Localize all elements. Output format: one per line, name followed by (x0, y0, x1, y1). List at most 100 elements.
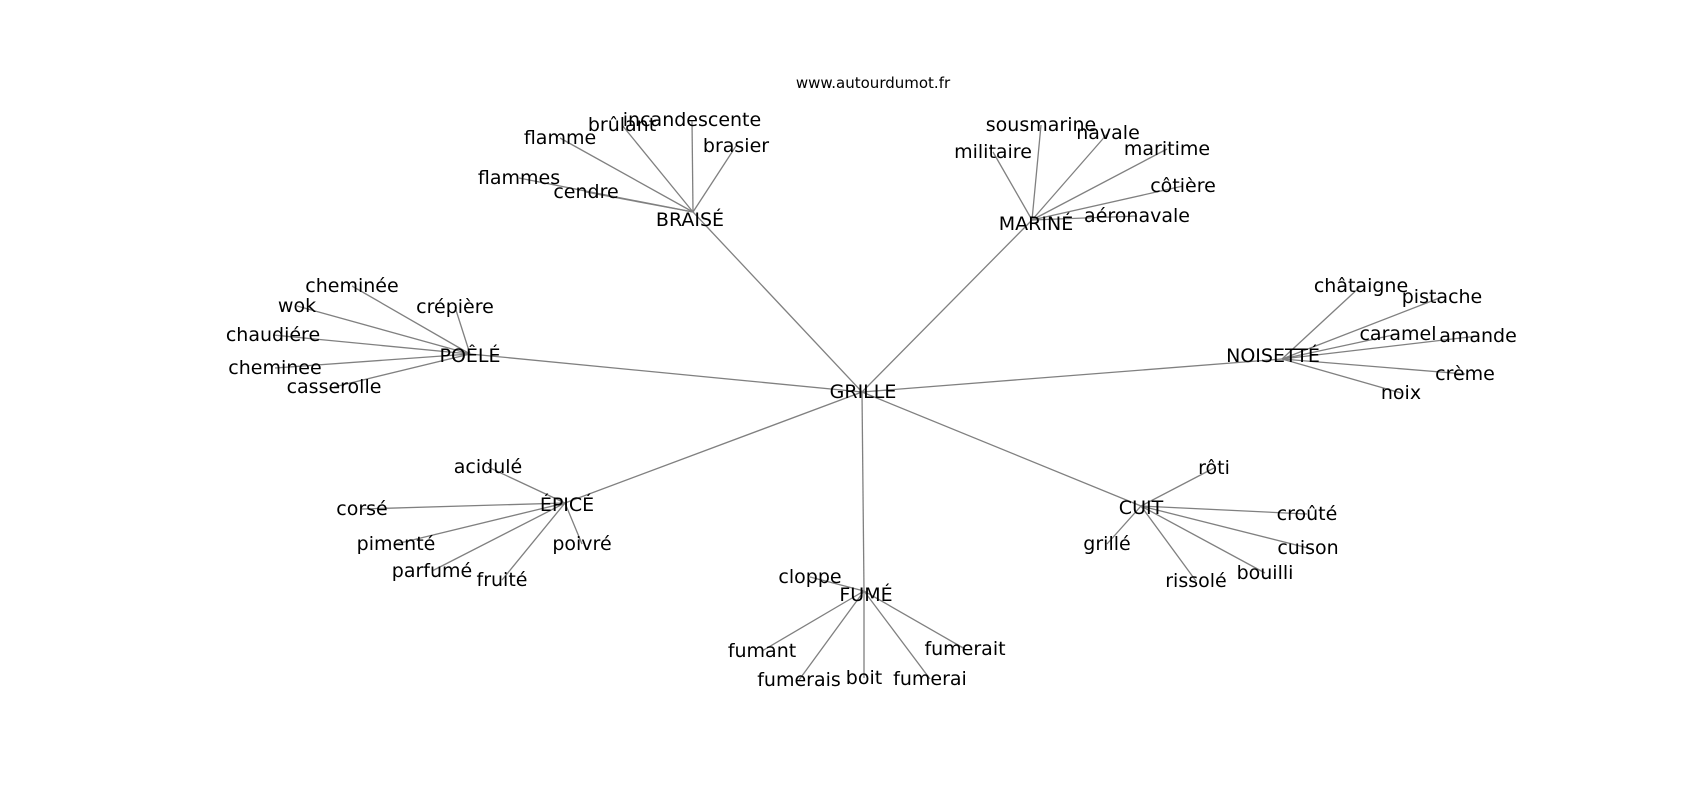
group-node-label: CUIT (1119, 497, 1164, 519)
edge-marine-leaf (1031, 185, 1184, 221)
edge-center-fume (861, 391, 865, 592)
edge-epice-leaf (431, 502, 566, 572)
leaf-label: côtière (1150, 175, 1216, 197)
leaf-label: fumerais (757, 669, 841, 691)
edge-cuit-leaf (1140, 505, 1197, 582)
edge-braise-leaf (691, 119, 694, 213)
leaf-label: caramel (1359, 323, 1436, 345)
edge-marine-leaf (1031, 148, 1168, 221)
edge-noisette-leaf (1281, 358, 1466, 375)
leaf-label: grillé (1083, 533, 1130, 555)
leaf-label: pimenté (357, 533, 436, 555)
edge-fume-leaf (798, 590, 865, 681)
edge-cuit-leaf (1140, 505, 1309, 549)
leaf-label: incandescente (623, 109, 761, 131)
edge-braise-leaf (621, 124, 694, 213)
edge-center-noisette (861, 358, 1283, 393)
edge-braise-leaf (692, 145, 737, 213)
group-node-label: FUMÉ (839, 583, 892, 606)
edge-cuit-leaf (1106, 505, 1142, 545)
edge-epice-leaf (487, 466, 566, 504)
edge-poele-leaf (296, 305, 471, 355)
edge-noisette-leaf (1281, 296, 1443, 360)
leaf-label: châtaigne (1314, 275, 1408, 297)
leaf-label: cuison (1277, 537, 1338, 559)
leaf-label: pistache (1402, 286, 1483, 308)
group-node-label: ÉPICÉ (540, 493, 594, 516)
leaf-label: fumerai (893, 668, 967, 690)
leaf-label: fumerait (924, 638, 1005, 660)
leaf-label: poivré (552, 533, 611, 555)
leaf-label: cloppe (778, 566, 841, 588)
edge-center-poele (469, 353, 863, 393)
leaf-label: cheminée (305, 275, 398, 297)
leaf-label: militaire (954, 141, 1032, 163)
leaf-label: sousmarine (986, 114, 1096, 136)
leaf-label: amande (1439, 325, 1517, 347)
edge-epice-leaf (395, 502, 566, 545)
leaf-label: corsé (336, 498, 387, 520)
edge-fume-leaf (863, 590, 931, 680)
leaf-label: rissolé (1165, 570, 1226, 592)
edge-fume-leaf (809, 576, 865, 592)
edge-fume-leaf (863, 590, 966, 650)
leaf-label: cheminee (228, 357, 321, 379)
edge-poele-leaf (351, 285, 471, 355)
edge-marine-leaf (1031, 132, 1109, 221)
leaf-label: brasier (703, 135, 769, 157)
edge-epice-leaf (361, 502, 566, 510)
edge-noisette-leaf (1281, 285, 1362, 360)
leaf-label: casserolle (287, 376, 382, 398)
edge-noisette-leaf (1281, 333, 1399, 360)
leaf-label: croûté (1277, 503, 1338, 525)
leaf-label: crème (1435, 363, 1495, 385)
leaf-label: cendre (553, 181, 618, 203)
leaf-label: wok (278, 295, 316, 317)
leaf-label: aéronavale (1084, 205, 1190, 227)
leaf-label: fruité (477, 569, 528, 591)
leaf-label: navale (1076, 122, 1140, 144)
leaf-label: chaudiére (226, 324, 320, 346)
edges-layer (272, 119, 1479, 681)
edge-marine-leaf (992, 151, 1033, 221)
leaf-label: fumant (728, 640, 796, 662)
leaf-label: parfumé (392, 560, 472, 582)
edge-marine-leaf (1031, 215, 1138, 221)
edge-center-marine (861, 219, 1033, 393)
edge-poele-leaf (454, 306, 471, 355)
edge-epice-leaf (501, 502, 566, 581)
edge-marine-leaf (1031, 124, 1042, 221)
edge-fume-leaf (761, 590, 865, 652)
leaf-label: acidulé (454, 456, 522, 478)
leaf-label: maritime (1124, 138, 1210, 160)
edge-center-cuit (861, 391, 1142, 507)
edge-poele-leaf (333, 353, 471, 388)
edge-braise-leaf (559, 137, 694, 213)
edge-cuit-leaf (1140, 467, 1215, 507)
edge-poele-leaf (272, 334, 471, 355)
leaf-label: brûlant (588, 114, 656, 136)
edge-cuit-leaf (1140, 505, 1266, 574)
leaf-label: flamme (524, 127, 596, 149)
group-node-label: NOISETTÉ (1226, 344, 1320, 367)
edge-center-braise (692, 211, 863, 393)
group-node-label: POÊLÉ (439, 344, 500, 367)
leaf-label: crépière (416, 296, 494, 318)
leaf-label: noix (1381, 382, 1421, 404)
group-node-label: MARINÉ (999, 212, 1073, 235)
leaf-label: flammes (478, 167, 560, 189)
source-label: www.autourdumot.fr (796, 74, 951, 92)
leaf-label: bouilli (1237, 562, 1294, 584)
edge-poele-leaf (274, 353, 471, 369)
center-node-label: GRILLE (830, 381, 897, 403)
edge-epice-leaf (564, 502, 583, 545)
leaf-label: boit (846, 667, 882, 689)
group-node-label: BRAISÉ (656, 208, 724, 231)
edge-noisette-leaf (1281, 335, 1479, 360)
leaf-label: rôti (1198, 457, 1230, 479)
edge-cuit-leaf (1140, 505, 1308, 515)
edge-braise-leaf (585, 191, 694, 213)
edge-center-epice (564, 391, 863, 504)
